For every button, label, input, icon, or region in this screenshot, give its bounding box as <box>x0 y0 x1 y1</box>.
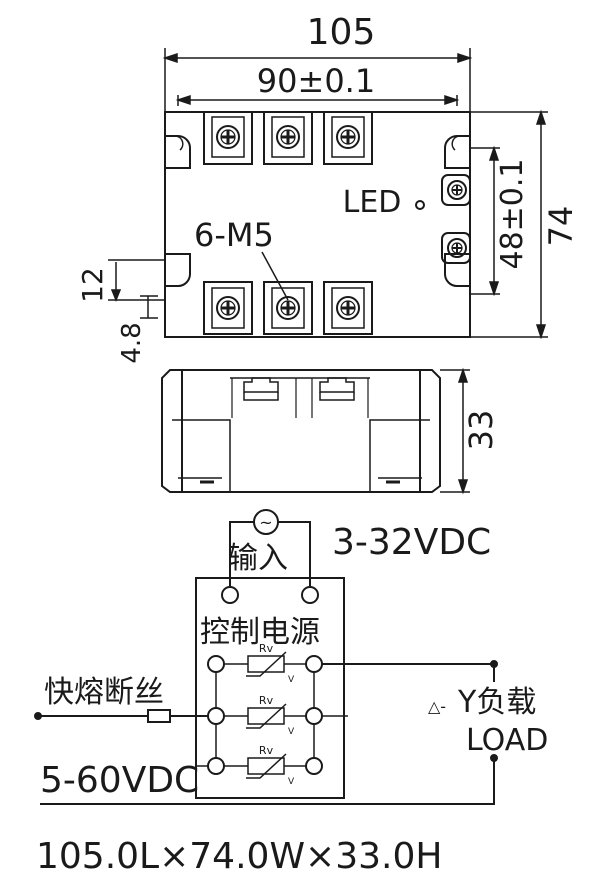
ac-source-icon <box>253 509 279 535</box>
dim-slot-radius: 4.8 <box>117 322 147 363</box>
ac-symbol: ~ <box>259 513 272 532</box>
dim-total-width: 74 <box>542 206 580 247</box>
control-power-label: 控制电源 <box>200 615 320 650</box>
input-label: 输入 <box>228 541 288 576</box>
input-loop <box>221 509 319 604</box>
component-labels: LED 6-M5 ~ 输入 3-32VDC 控制电源 快熔断丝 △- Y负载 L… <box>40 185 548 801</box>
varistor-network <box>207 651 323 779</box>
height-dimension <box>440 367 470 495</box>
control-terminals <box>441 174 471 264</box>
dim-hole-spacing: 90±0.1 <box>257 62 375 100</box>
varistor-label-2: Rv <box>259 694 274 707</box>
varistor-sub-3: V <box>288 777 295 787</box>
dim-total-length: 105 <box>307 12 376 53</box>
slot-top-right <box>444 135 470 169</box>
input-voltage-label: 3-32VDC <box>332 522 491 563</box>
load-wiring <box>34 660 498 805</box>
led-label: LED <box>343 185 402 220</box>
dim-height: 33 <box>462 410 500 451</box>
varistor-label-1: Rv <box>259 642 274 655</box>
fuse-icon <box>147 709 171 723</box>
load-label: Y负载 <box>457 685 536 720</box>
size-spec: 105.0L×74.0W×33.0H <box>36 836 442 877</box>
dim-slot-offset: 12 <box>76 267 109 303</box>
fuse-label: 快熔断丝 <box>44 675 164 710</box>
load-prefix: △- <box>428 697 446 716</box>
side-view-body <box>161 369 441 493</box>
control-module-box <box>195 577 345 799</box>
slot-bottom-left <box>165 253 191 287</box>
dim-hole-vertical: 48±0.1 <box>495 158 530 269</box>
bottom-terminals <box>203 281 373 335</box>
terminal-screws <box>216 125 360 320</box>
led-indicator <box>415 200 425 210</box>
top-terminals <box>203 111 373 165</box>
varistor-sub-2: V <box>288 727 295 737</box>
supply-voltage-label: 5-60VDC <box>40 760 199 801</box>
screw-spec-label: 6-M5 <box>194 216 274 254</box>
load-en-label: LOAD <box>466 723 548 758</box>
slot-top-left <box>165 135 191 169</box>
slot-bottom-right <box>444 253 470 287</box>
screw-leader <box>261 251 289 301</box>
dimension-lines <box>108 48 548 340</box>
dimension-texts: 105 90±0.1 48±0.1 74 12 4.8 33 <box>76 12 580 450</box>
varistor-sub-1: V <box>288 675 295 685</box>
varistor-label-3: Rv <box>259 744 274 757</box>
